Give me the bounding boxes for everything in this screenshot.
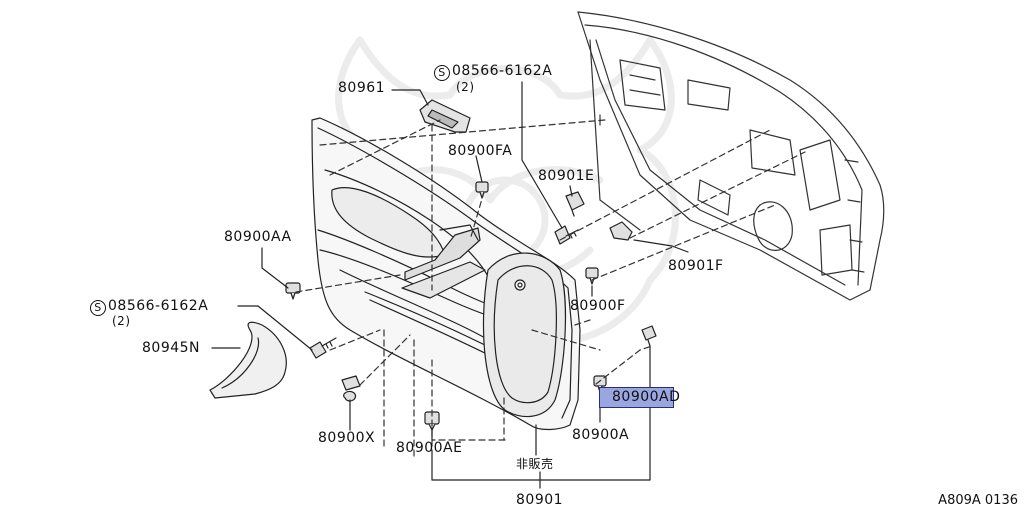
clip-80900AD <box>641 325 657 347</box>
callout-80900AE[interactable]: 80900AE <box>396 440 463 456</box>
clip-80900AA <box>285 282 301 300</box>
s-symbol-icon: S <box>90 300 106 316</box>
callout-80900AD[interactable]: 80900AD <box>612 389 681 405</box>
not-for-sale-note: 非販売 <box>516 457 554 471</box>
clip-80900X <box>341 375 361 402</box>
door-trim-panel <box>311 117 581 431</box>
clip-80901F <box>609 221 633 241</box>
screw-left-qty: (2) <box>112 314 131 328</box>
figure-code: A809A 0136 <box>938 493 1018 508</box>
callout-80945N[interactable]: 80945N <box>142 340 201 356</box>
callout-80901[interactable]: 80901 <box>516 492 564 508</box>
s-symbol-icon: S <box>434 65 450 81</box>
screw-top-code: 08566-6162A <box>452 63 553 79</box>
callout-80901F[interactable]: 80901F <box>668 258 724 274</box>
screw-top-qty: (2) <box>456 80 475 94</box>
handle-cover-80945N <box>209 321 287 399</box>
callout-80900A[interactable]: 80900A <box>572 427 630 443</box>
callout-80961[interactable]: 80961 <box>338 80 386 96</box>
assembly-lines <box>295 119 806 461</box>
callout-80900X[interactable]: 80900X <box>318 430 376 446</box>
clip-80900F <box>585 267 599 285</box>
callout-80900FA[interactable]: 80900FA <box>448 143 513 159</box>
screw-left <box>309 337 337 359</box>
callout-80900AA[interactable]: 80900AA <box>224 229 292 245</box>
vehicle-body-frame <box>577 11 885 301</box>
callout-80901E[interactable]: 80901E <box>538 168 595 184</box>
clip-80901E <box>565 191 585 217</box>
screw-left-code: 08566-6162A <box>108 298 209 314</box>
highlight-80900AD <box>599 387 674 408</box>
callout-80900F[interactable]: 80900F <box>570 298 626 314</box>
screw-top <box>554 225 579 245</box>
